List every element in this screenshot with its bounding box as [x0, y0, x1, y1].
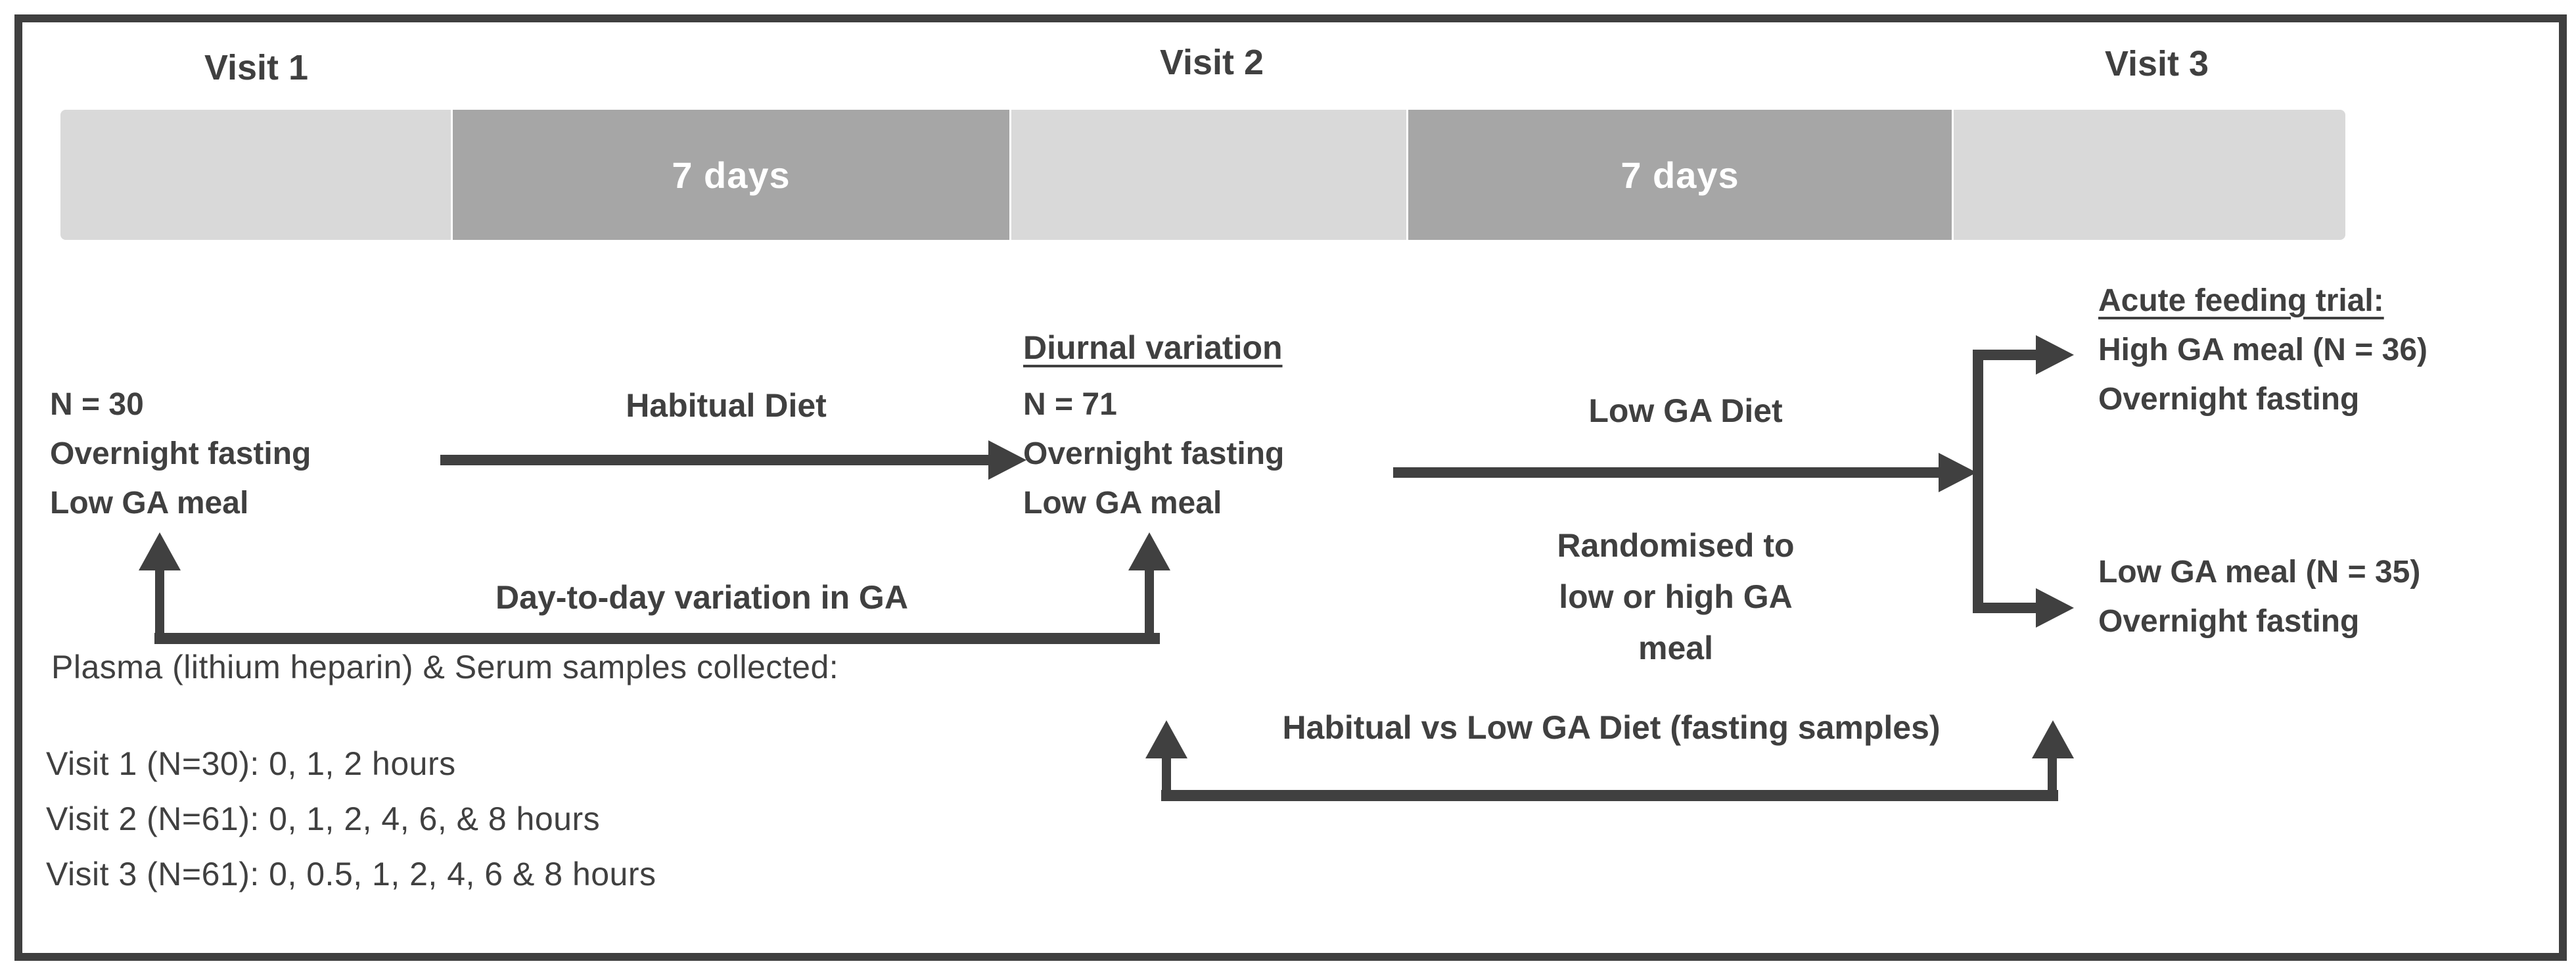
low-ga-diet-label: Low GA Diet — [1588, 392, 1783, 429]
timeline-segment-visit2 — [1009, 110, 1406, 240]
timeline-segment-visit1 — [60, 110, 451, 240]
randomised-block: Randomised to low or high GA meal — [1557, 520, 1794, 674]
visit2-info-block: N = 71 Overnight fasting Low GA meal — [1023, 380, 1284, 528]
branch-top-arrowhead-icon — [2036, 335, 2074, 375]
habitual-vs-low-right-shaft — [2048, 756, 2057, 793]
visit-3-heading: Visit 3 — [2104, 44, 2209, 83]
high-ga-meal-line: High GA meal (N = 36) — [2098, 333, 2427, 367]
timeline-segment-label: 7 days — [672, 154, 791, 196]
low-ga-meal-line: Low GA meal (N = 35) — [2098, 555, 2421, 590]
diurnal-variation-heading: Diurnal variation — [1023, 329, 1283, 366]
visit2-n: N = 71 — [1023, 387, 1117, 422]
samples-visit2-line: Visit 2 (N=61): 0, 1, 2, 4, 6, & 8 hours — [46, 800, 601, 837]
samples-intro-text: Plasma (lithium heparin) & Serum samples… — [51, 649, 839, 685]
habitual-vs-low-left-shaft — [1162, 756, 1171, 793]
habitual-diet-label: Habitual Diet — [626, 387, 827, 424]
timeline-segment-7days-1: 7 days — [451, 110, 1009, 240]
habitual-diet-arrow-shaft — [440, 455, 992, 465]
day-to-day-bracket-line — [154, 633, 1160, 644]
samples-schedule-list: Visit 1 (N=30): 0, 1, 2 hours Visit 2 (N… — [46, 736, 656, 902]
randomised-line2: low or high GA — [1559, 578, 1793, 615]
branch-vertical-line — [1973, 350, 1983, 613]
visit1-n: N = 30 — [50, 387, 144, 422]
low-ga-diet-arrowhead-icon — [1939, 453, 1977, 492]
randomised-line3: meal — [1638, 630, 1713, 666]
low-ga-diet-arrow-shaft — [1393, 467, 1940, 478]
habitual-vs-low-bracket-line — [1161, 790, 2058, 801]
branch-top-stub — [1973, 350, 2037, 360]
visit2-meal: Low GA meal — [1023, 486, 1222, 521]
low-ga-meal-block: Low GA meal (N = 35) Overnight fasting — [2098, 547, 2420, 646]
high-ga-fasting-line: Overnight fasting — [2098, 382, 2360, 417]
visit-1-heading: Visit 1 — [204, 48, 309, 87]
visit1-fasting: Overnight fasting — [50, 436, 311, 471]
visit1-meal: Low GA meal — [50, 486, 249, 521]
samples-visit3-line: Visit 3 (N=61): 0, 0.5, 1, 2, 4, 6 & 8 h… — [46, 856, 656, 892]
branch-bottom-stub — [1973, 603, 2037, 613]
acute-feeding-trial-block: Acute feeding trial: High GA meal (N = 3… — [2098, 276, 2427, 424]
timeline-segment-visit3 — [1952, 110, 2345, 240]
timeline-segment-label: 7 days — [1621, 154, 1739, 196]
habitual-vs-low-left-arrowhead-icon — [1145, 720, 1187, 758]
habitual-diet-arrowhead-icon — [988, 440, 1026, 480]
visit2-fasting: Overnight fasting — [1023, 436, 1285, 471]
branch-bottom-arrowhead-icon — [2036, 588, 2074, 628]
day-to-day-left-arrowhead-icon — [139, 532, 181, 570]
day-to-day-right-arrowhead-icon — [1128, 532, 1170, 570]
visit-2-heading: Visit 2 — [1159, 43, 1264, 82]
low-ga-fasting-line: Overnight fasting — [2098, 604, 2360, 639]
diagram-border — [14, 14, 2567, 961]
day-to-day-left-shaft — [155, 567, 164, 635]
samples-visit1-line: Visit 1 (N=30): 0, 1, 2 hours — [46, 745, 456, 782]
acute-feeding-trial-heading: Acute feeding trial: — [2098, 283, 2384, 318]
timeline-segment-7days-2: 7 days — [1406, 110, 1952, 240]
habitual-vs-low-ga-label: Habitual vs Low GA Diet (fasting samples… — [1282, 709, 1941, 746]
habitual-vs-low-right-arrowhead-icon — [2032, 720, 2074, 758]
randomised-line1: Randomised to — [1557, 527, 1795, 564]
day-to-day-variation-label: Day-to-day variation in GA — [495, 579, 908, 616]
day-to-day-right-shaft — [1145, 567, 1154, 635]
visit1-info-block: N = 30 Overnight fasting Low GA meal — [50, 380, 311, 528]
